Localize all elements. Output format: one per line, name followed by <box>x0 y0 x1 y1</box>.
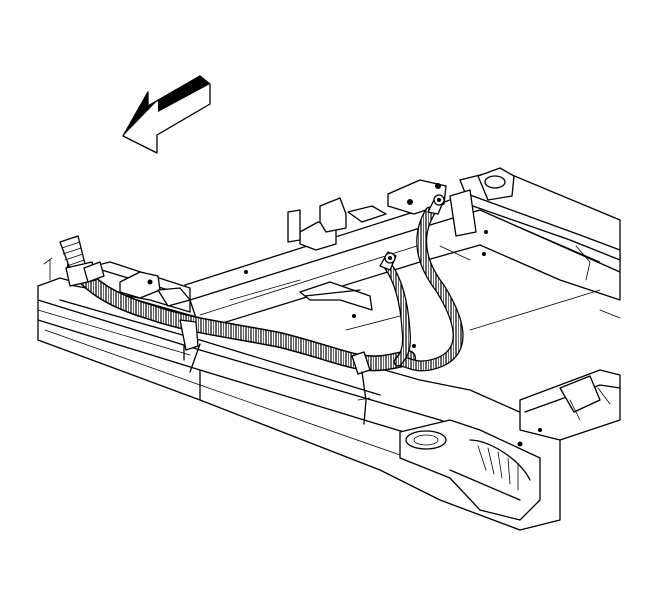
ground-cable <box>383 206 464 372</box>
harness-retainer-clip <box>83 261 371 425</box>
frame-detail-lines <box>43 235 621 421</box>
ground-terminal <box>379 194 445 271</box>
frame-bracket <box>119 167 601 447</box>
arrow-left-icon <box>122 75 211 154</box>
body-mount <box>399 419 541 521</box>
